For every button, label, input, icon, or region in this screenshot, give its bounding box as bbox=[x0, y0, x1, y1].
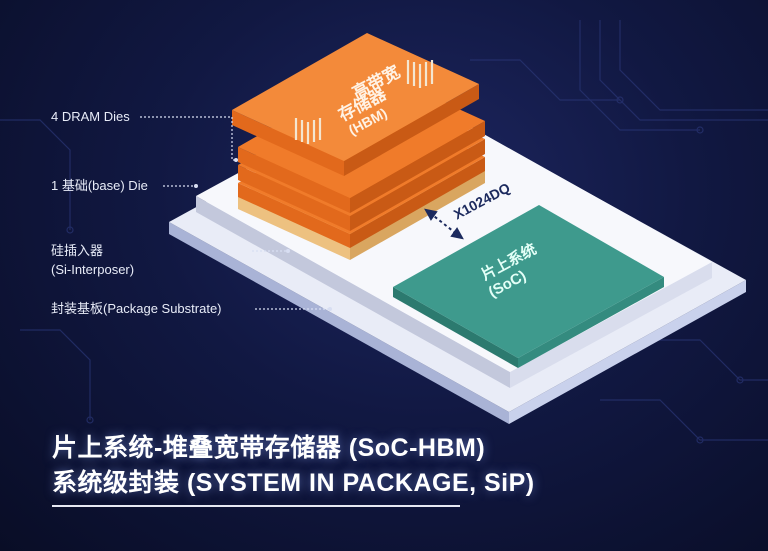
callout-interposer-cn: 硅插入器 bbox=[51, 243, 104, 258]
callout-interposer-en: (Si-Interposer) bbox=[51, 262, 135, 277]
callout-package-substrate: 封装基板(Package Substrate) bbox=[51, 301, 222, 316]
caption-title-line2: 系统级封装 (SYSTEM IN PACKAGE, SiP) bbox=[52, 469, 535, 497]
caption-title-line1: 片上系统-堆叠宽带存储器 (SoC-HBM) bbox=[52, 434, 486, 462]
bus-arrow bbox=[424, 208, 464, 240]
callout-dots bbox=[194, 158, 332, 311]
hbm-stack bbox=[232, 33, 485, 260]
tsv-pins bbox=[294, 60, 434, 144]
dram-die-1 bbox=[232, 33, 479, 176]
callout-dram-dies: 4 DRAM Dies bbox=[51, 109, 130, 124]
callout-base-die: 1 基础(base) Die bbox=[51, 178, 148, 193]
caption-underline bbox=[52, 505, 460, 507]
soc-die bbox=[393, 205, 664, 368]
circuit-trace-background bbox=[0, 20, 768, 444]
